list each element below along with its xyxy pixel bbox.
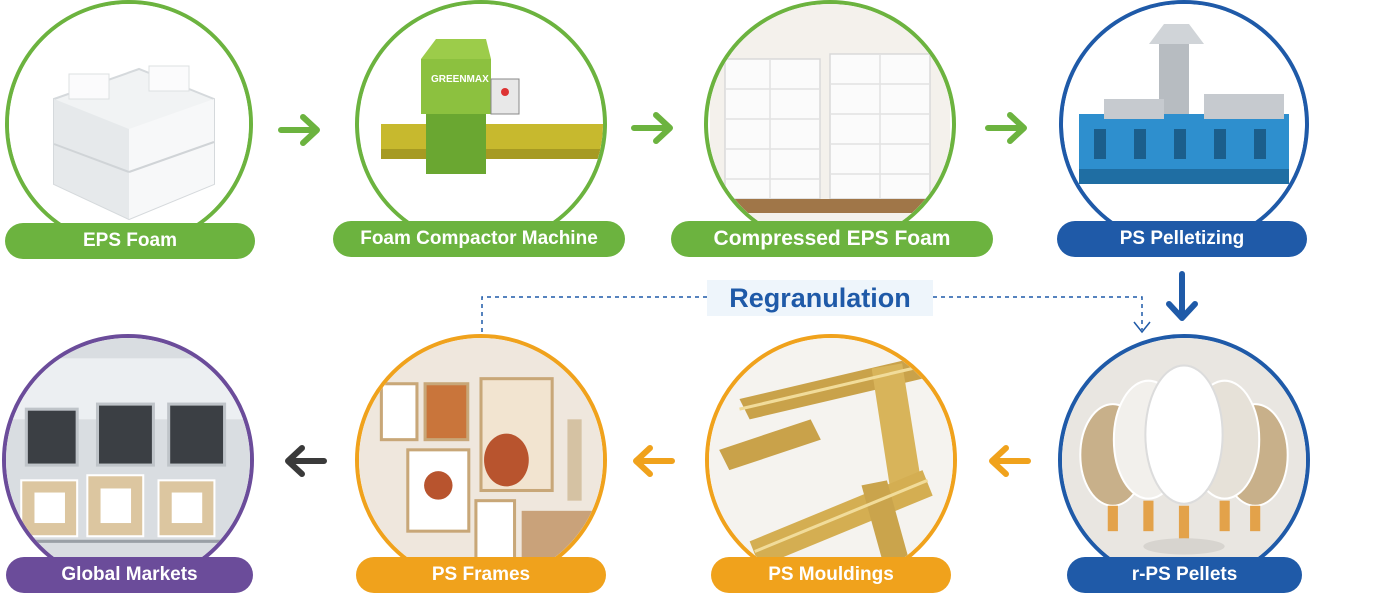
eps-foam-label: EPS Foam	[5, 223, 255, 259]
arrow-right-icon	[631, 112, 673, 144]
greenmax-logo: GREENMAX	[431, 74, 489, 85]
arrow-right-icon	[985, 112, 1027, 144]
arrow-right-icon	[278, 114, 320, 146]
mouldings-image	[705, 334, 957, 586]
arrow-down-icon	[1166, 271, 1198, 321]
ps-pelletizing-label: PS Pelletizing	[1057, 221, 1307, 257]
frames-image	[355, 334, 607, 586]
eps-foam-image	[5, 0, 253, 248]
regranulation-label: Regranulation	[707, 280, 933, 316]
compressed-eps-label: Compressed EPS Foam	[671, 221, 993, 257]
arrow-left-icon	[285, 445, 327, 477]
arrow-left-icon	[633, 445, 675, 477]
rps-pellets-label: r-PS Pellets	[1067, 557, 1302, 593]
compactor-image: GREENMAX	[355, 0, 607, 248]
ps-frames-label: PS Frames	[356, 557, 606, 593]
global-markets-image	[2, 334, 254, 586]
pelletizing-image	[1059, 0, 1309, 248]
ps-mouldings-label: PS Mouldings	[711, 557, 951, 593]
foam-compactor-label: Foam Compactor Machine	[333, 221, 625, 257]
compressed-foam-image	[704, 0, 956, 248]
pellets-image	[1058, 334, 1310, 586]
arrow-left-icon	[989, 445, 1031, 477]
global-markets-label: Global Markets	[6, 557, 253, 593]
